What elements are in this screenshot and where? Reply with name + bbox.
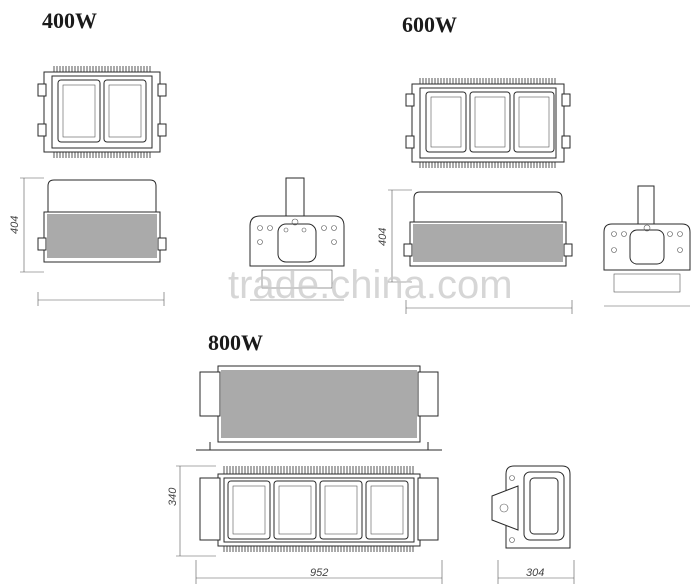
lamp-800w-front-view: 340 952 (167, 465, 443, 584)
lamp-800w-end-view: 304 (491, 465, 575, 584)
dim-800w-depth: 304 (526, 567, 544, 579)
dim-800w-height: 340 (167, 487, 179, 506)
lamp-600w-end-view (603, 185, 691, 307)
title-400w: 400W (42, 8, 97, 33)
title-800w: 800W (208, 330, 263, 355)
title-600w: 600W (402, 12, 457, 37)
lamp-600w-front-view (405, 83, 571, 163)
lamp-800w-side-view (196, 365, 442, 451)
dim-600w-height: 404 (377, 228, 389, 246)
lamp-400w-side-view: 404 (9, 177, 167, 306)
dim-800w-width: 952 (310, 567, 328, 579)
lamp-400w-end-view (249, 177, 345, 301)
watermark: trade.china.com (228, 263, 513, 307)
dim-400w-height: 404 (9, 216, 21, 234)
lamp-400w-front-view (37, 71, 167, 153)
